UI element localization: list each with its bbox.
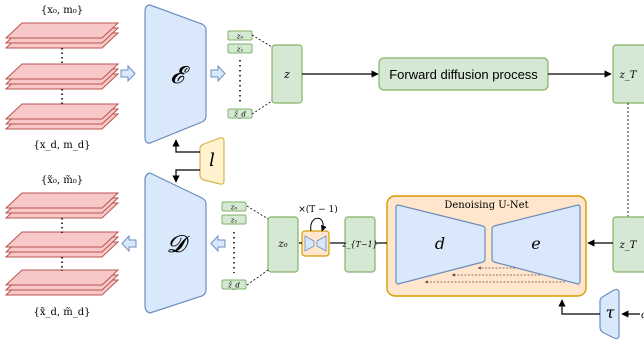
decoder-block: 𝓓 [144, 172, 207, 314]
hollow-arrow-encoder-latent-icon [210, 64, 226, 83]
zT-bottom-label: z_T [619, 240, 638, 251]
mini-unet-right [316, 235, 327, 252]
mini-unet-block: ×(T − 1) [298, 204, 338, 257]
zT-bottom-box: z_T [612, 216, 644, 273]
latent-stack-bottom: z₀ z₁ z̃_d [221, 201, 247, 290]
input-stack-group: {x₀, m₀} {x_d, m_d} [4, 5, 120, 151]
hollow-arrow-latent-decoder-icon [210, 234, 226, 253]
latent-bottom-z0: z₀ [230, 204, 238, 212]
l-block: l [199, 137, 225, 185]
input-layer-2 [4, 63, 120, 90]
unet-left-label: d [435, 234, 445, 253]
output-layer-3 [4, 269, 120, 296]
latent-top-z0: z₀ [236, 33, 244, 41]
hollow-arrow-right-icon [120, 64, 136, 83]
unet-left-half [395, 204, 486, 285]
tau-block: τ [599, 288, 620, 340]
dash-bottom-1 [246, 205, 269, 220]
unet-block: Denoising U-Net d e [386, 195, 587, 297]
latent-bottom-zd: z̃_d [227, 281, 240, 290]
unet-title: Denoising U-Net [444, 200, 528, 211]
zT-top-box: z_T [612, 44, 644, 104]
l-label: l [209, 150, 215, 171]
repeat-label: ×(T − 1) [298, 204, 338, 215]
zT-top-label: z_T [619, 70, 638, 81]
input-layer-1 [4, 22, 120, 49]
output-stack-group: {x̃₀, m̃₀} {x̃_d, m̃_d} [4, 175, 120, 318]
zT-minus-1-label: z_{T−1} [341, 240, 378, 249]
output-top-label: {x̃₀, m̃₀} [41, 175, 83, 186]
forward-diffusion-box: Forward diffusion process [378, 57, 549, 91]
arrow-l-to-encoder [172, 139, 200, 153]
dash-top-2 [251, 100, 273, 115]
mini-unet-left [304, 235, 315, 252]
zT-minus-1-box: z_{T−1} [341, 216, 378, 273]
input-layer-3 [4, 103, 120, 130]
latent-top-z1: z₁ [236, 46, 244, 54]
z-label: z [283, 68, 290, 81]
z0-label: z₀ [277, 239, 287, 250]
latent-top-zd: z̃_d [233, 110, 246, 119]
output-layer-1 [4, 192, 120, 219]
latent-stack-top: z₀ z₁ z̃_d [227, 30, 253, 119]
dash-bottom-2 [246, 269, 269, 286]
unet-right-half [491, 204, 581, 285]
output-layer-2 [4, 231, 120, 258]
cond-label: c [641, 310, 644, 321]
loop-arrow [310, 217, 327, 232]
forward-diffusion-label: Forward diffusion process [389, 67, 538, 82]
latent-bottom-z1: z₁ [230, 217, 238, 225]
arrow-tau-to-unet [558, 299, 600, 315]
unet-right-label: e [531, 234, 540, 253]
z-box: z [271, 44, 303, 104]
dash-top-1 [251, 34, 273, 48]
encoder-block: 𝓔 [144, 4, 207, 144]
hollow-arrow-left-icon [121, 234, 137, 253]
input-top-label: {x₀, m₀} [41, 5, 83, 16]
output-bottom-label: {x̃_d, m̃_d} [33, 307, 90, 318]
input-bottom-label: {x_d, m_d} [33, 140, 90, 151]
arrow-l-to-decoder [172, 169, 200, 183]
tau-label: τ [606, 303, 616, 322]
z0-box: z₀ [267, 216, 299, 273]
